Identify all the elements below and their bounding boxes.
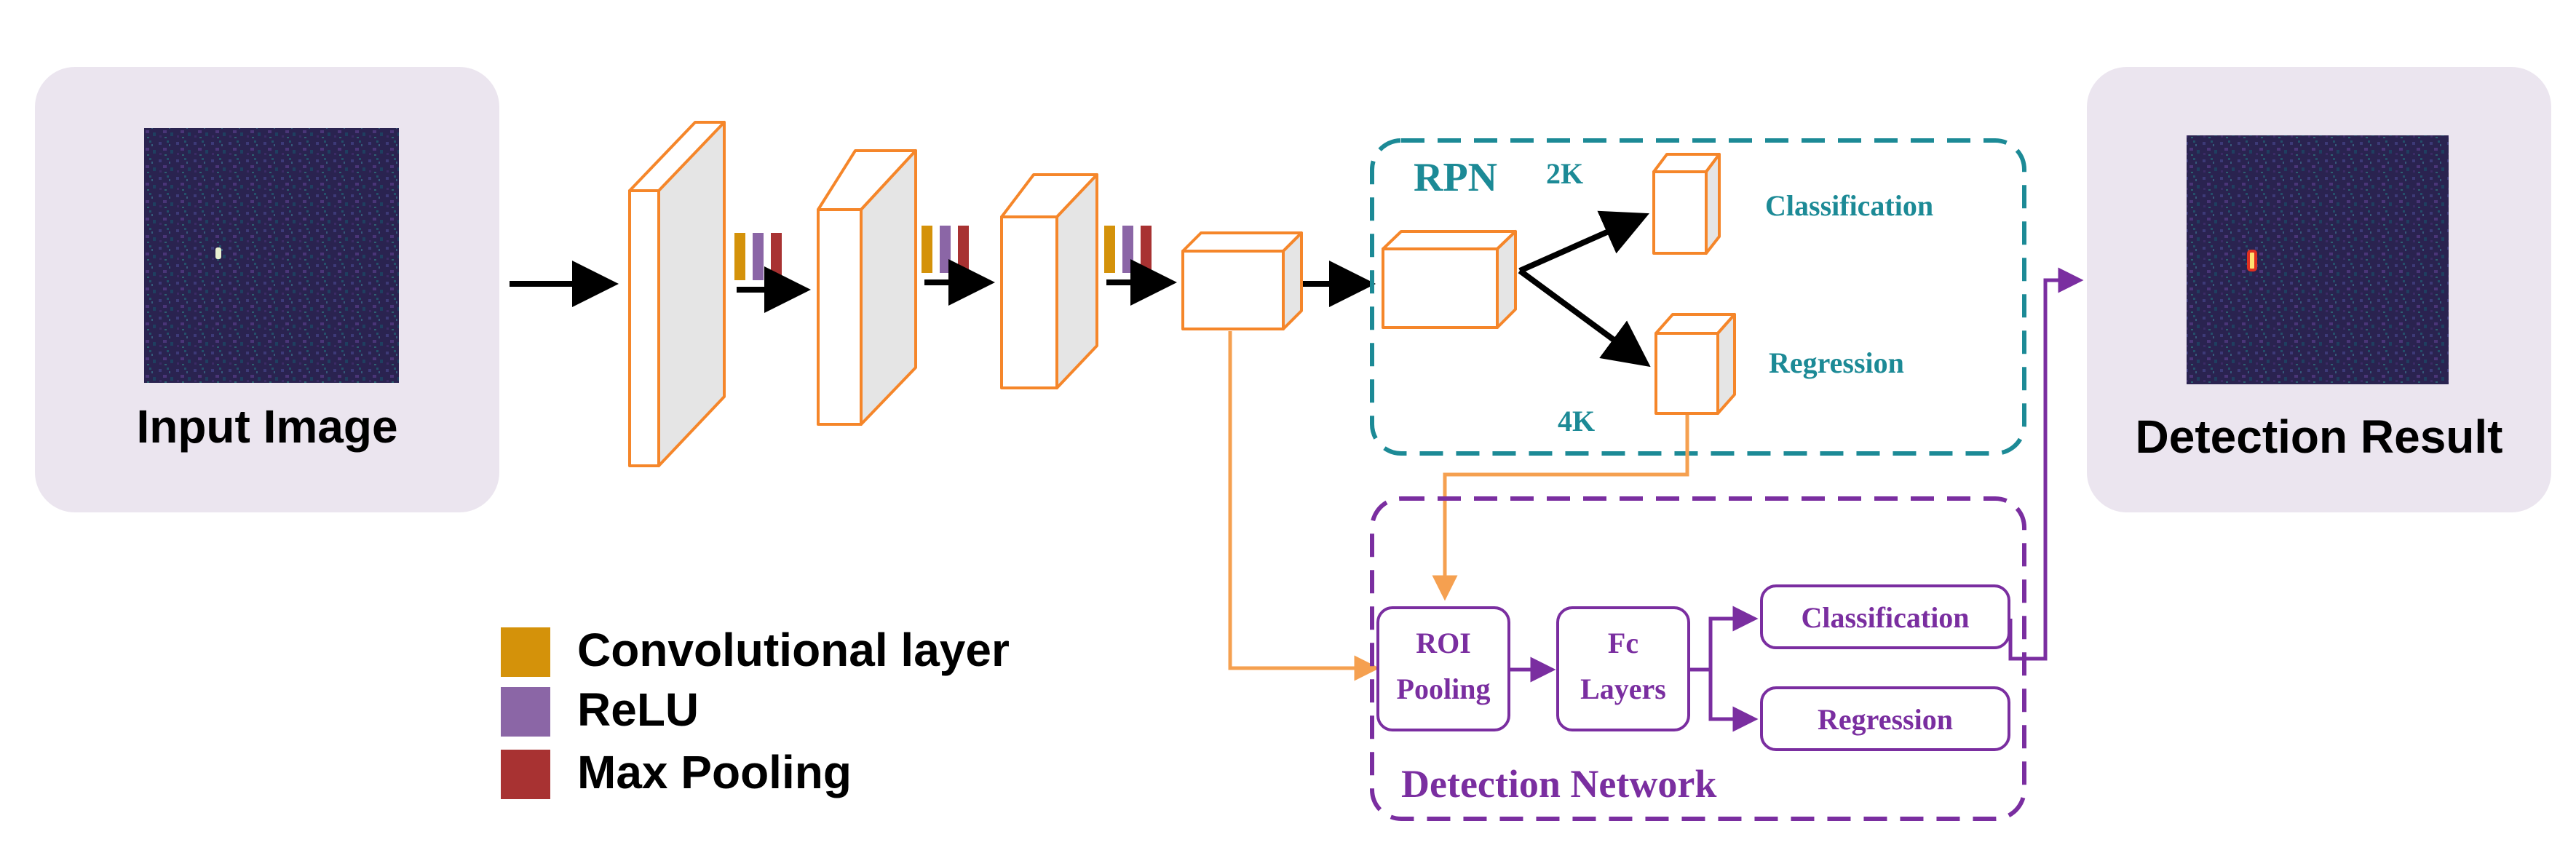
- legend-label-conv: Convolutional layer: [577, 624, 1010, 676]
- det-classification-box: [1760, 584, 2010, 649]
- rpn-border: [1370, 138, 2026, 456]
- detection-result-image: [2187, 135, 2449, 384]
- legend-swatch-relu: [501, 687, 550, 737]
- fc-layers-line2: Layers: [1580, 673, 1666, 705]
- legend-swatch-conv: [501, 627, 550, 677]
- roi-pooling-box: [1376, 606, 1510, 731]
- layer-stack-2: [922, 226, 969, 273]
- legend-label-maxpool: Max Pooling: [577, 746, 852, 798]
- feature-map-4: [1181, 231, 1303, 330]
- legend-item-relu: ReLU: [501, 683, 699, 737]
- rpn-cls-box: [1652, 153, 1721, 255]
- rpn-reg-box: [1654, 313, 1736, 415]
- input-image: [144, 128, 399, 383]
- rpn-conv-box: [1382, 230, 1517, 329]
- roi-pooling-line1: ROI: [1416, 627, 1471, 659]
- input-image-label: Input Image: [136, 400, 397, 453]
- arrow-proposals-to-roi: [1432, 415, 1689, 601]
- arrow-rpn-to-cls: [1518, 210, 1649, 274]
- output-panel: Detection Result: [2087, 67, 2551, 512]
- roi-pooling-line2: Pooling: [1397, 673, 1491, 705]
- rpn-regression-label: Regression: [1769, 346, 1904, 379]
- arrow-fc-to-cls: [1690, 606, 1759, 672]
- input-panel: Input Image: [35, 67, 499, 512]
- legend-item-maxpool: Max Pooling: [501, 746, 852, 799]
- legend-item-conv: Convolutional layer: [501, 624, 1010, 677]
- rpn-title: RPN: [1414, 155, 1497, 200]
- detection-box: [2247, 250, 2257, 271]
- det-regression-box: [1760, 686, 2010, 751]
- rpn-box: RPN 2K 4K Classification Regression: [1370, 138, 2026, 456]
- arrow-features-to-roi: [1228, 331, 1380, 681]
- fc-layers-line1: Fc: [1608, 627, 1638, 659]
- arrow-fc-to-reg: [1708, 670, 1759, 732]
- legend: Convolutional layer ReLU Max Pooling: [501, 624, 1010, 799]
- legend-swatch-maxpool: [501, 750, 550, 799]
- fc-layers-box: [1556, 606, 1690, 731]
- rpn-classification-label: Classification: [1765, 189, 1933, 222]
- input-target-spot: [215, 247, 221, 259]
- feature-map-2: [817, 149, 917, 426]
- layer-stack-3: [1104, 226, 1152, 273]
- detection-title: Detection Network: [1401, 762, 1716, 806]
- rpn-coords-label: 4K: [1558, 405, 1595, 437]
- det-classification-label: Classification: [1801, 601, 1969, 634]
- layer-stack-1: [734, 233, 782, 280]
- rpn-scores-label: 2K: [1546, 157, 1583, 190]
- det-regression-label: Regression: [1818, 703, 1953, 736]
- detection-network-box: Detection Network ROI Pooling Fc Layers …: [1370, 496, 2026, 821]
- detection-result-label: Detection Result: [2136, 410, 2503, 463]
- feature-map-1: [628, 121, 726, 467]
- legend-label-relu: ReLU: [577, 683, 699, 736]
- arrow-rpn-to-reg: [1518, 268, 1651, 368]
- arrow-to-result: [2008, 267, 2084, 661]
- feature-map-3: [1000, 173, 1098, 389]
